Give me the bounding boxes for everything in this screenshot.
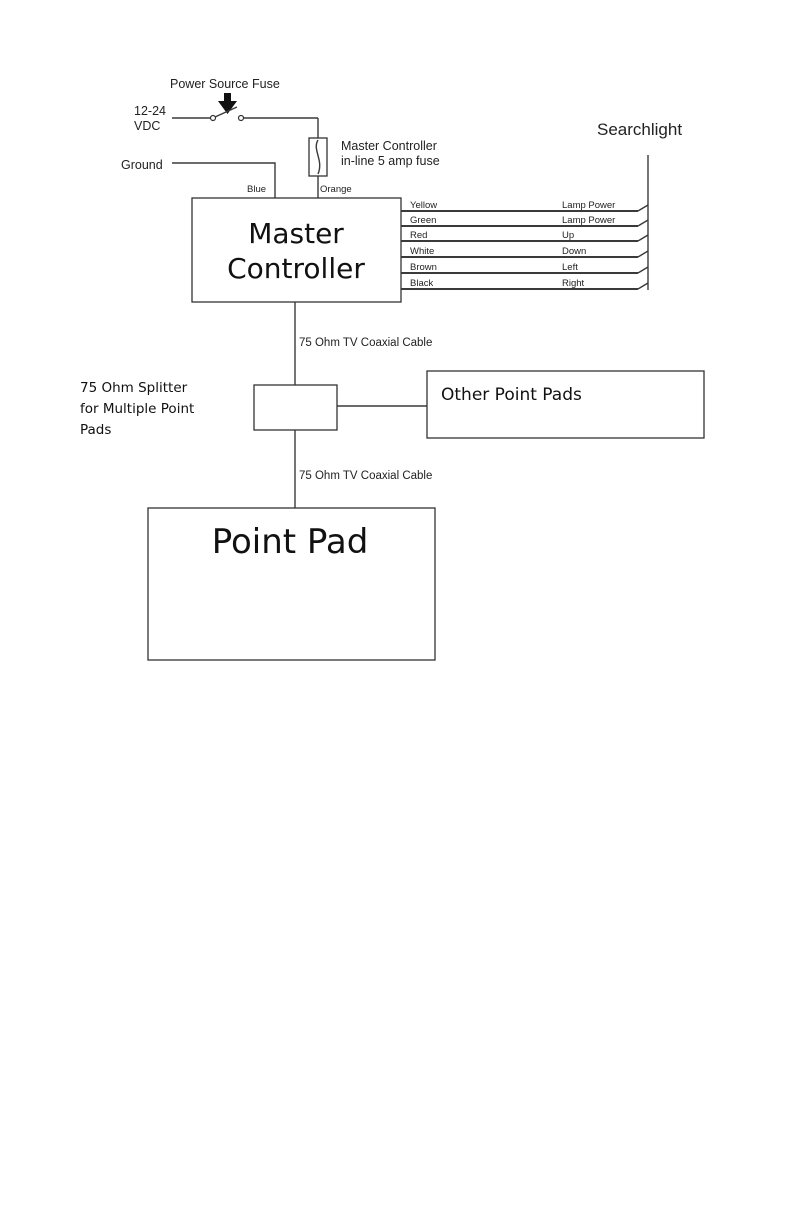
splitter-box [253,384,338,431]
searchlight-label: Searchlight [597,120,682,139]
coax-label-upper: 75 Ohm TV Coaxial Cable [299,337,432,349]
splitter-label-line2: for Multiple Point [80,401,194,417]
point-pad-box [147,507,436,661]
control-wire-bundle: Yellow Lamp Power Green Lamp Power Red U… [401,200,649,290]
wire-function-label: Right [562,278,585,289]
master-fuse-label-line1: Master Controller [341,139,437,153]
other-point-pads-label: Other Point Pads [441,385,582,405]
wire-function-label: Up [562,230,574,241]
ground-wire [172,162,276,198]
master-fuse-label-line2: in-line 5 amp fuse [341,154,440,168]
wire-function-label: Down [562,246,586,257]
master-controller-label-line1: Master [248,217,344,250]
wire-color-label: Black [410,278,433,289]
splitter-label-line1: 75 Ohm Splitter [80,380,188,396]
master-controller-label-line2: Controller [227,252,365,285]
point-pad-label: Point Pad [212,522,369,562]
ground-label: Ground [121,158,163,172]
wire-color-label: Yellow [410,200,437,211]
orange-wire-tag: Orange [320,184,352,195]
master-controller-box [191,197,402,303]
wire-function-label: Lamp Power [562,200,615,211]
wire-color-label: Brown [410,262,437,273]
wire-color-label: White [410,246,434,257]
coax-label-lower: 75 Ohm TV Coaxial Cable [299,470,432,482]
other-point-pads-box [426,370,705,439]
voltage-label-line1: 12-24 [134,104,166,118]
wire-function-label: Left [562,262,578,273]
power-source-switch [172,106,319,138]
power-source-fuse-label: Power Source Fuse [170,77,280,91]
voltage-label-line2: VDC [134,119,160,133]
down-arrow-icon [218,93,237,114]
inline-fuse-icon [308,137,328,177]
splitter-label-line3: Pads [80,422,111,438]
wire-function-label: Lamp Power [562,215,615,226]
wire-color-label: Red [410,230,427,241]
blue-wire-tag: Blue [247,184,266,195]
wire-color-label: Green [410,215,436,226]
